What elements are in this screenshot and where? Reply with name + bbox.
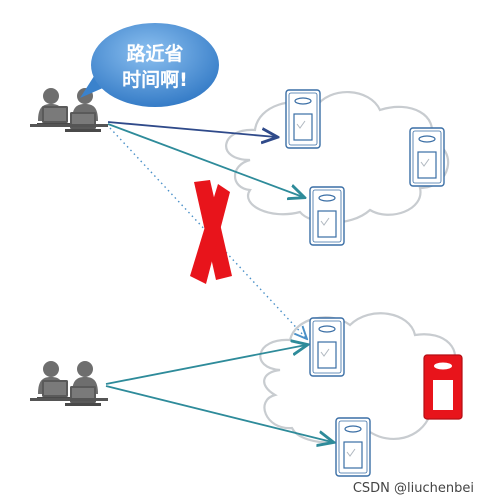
server-top-left [285, 89, 321, 149]
server-bottom-left [309, 317, 345, 377]
server-top-right [409, 127, 445, 187]
top-cloud [225, 91, 450, 224]
speech-bubble: 路近省 时间啊! [80, 23, 219, 107]
laptop-icon [65, 386, 101, 406]
laptop-icon [65, 112, 101, 132]
arrow-to-server-bottom-left [105, 345, 306, 385]
top-users-group [30, 88, 108, 132]
server-top-bottom [309, 186, 345, 246]
arrow-to-server-bottom-bottom [105, 385, 332, 442]
server-bottom-bottom [335, 417, 371, 477]
bubble-line-2: 时间啊! [122, 69, 188, 91]
bubble-line-1: 路近省 [126, 42, 183, 65]
watermark: CSDN @liuchenbei [352, 481, 474, 496]
laptop-icon [37, 106, 73, 126]
laptop-icon [37, 380, 73, 400]
red-x-icon [190, 180, 232, 284]
failed-server-icon [423, 354, 463, 420]
arrow-to-server-top-left [107, 121, 276, 137]
bottom-users-group [30, 361, 108, 406]
arrow-to-server-top-bottom [107, 123, 303, 197]
